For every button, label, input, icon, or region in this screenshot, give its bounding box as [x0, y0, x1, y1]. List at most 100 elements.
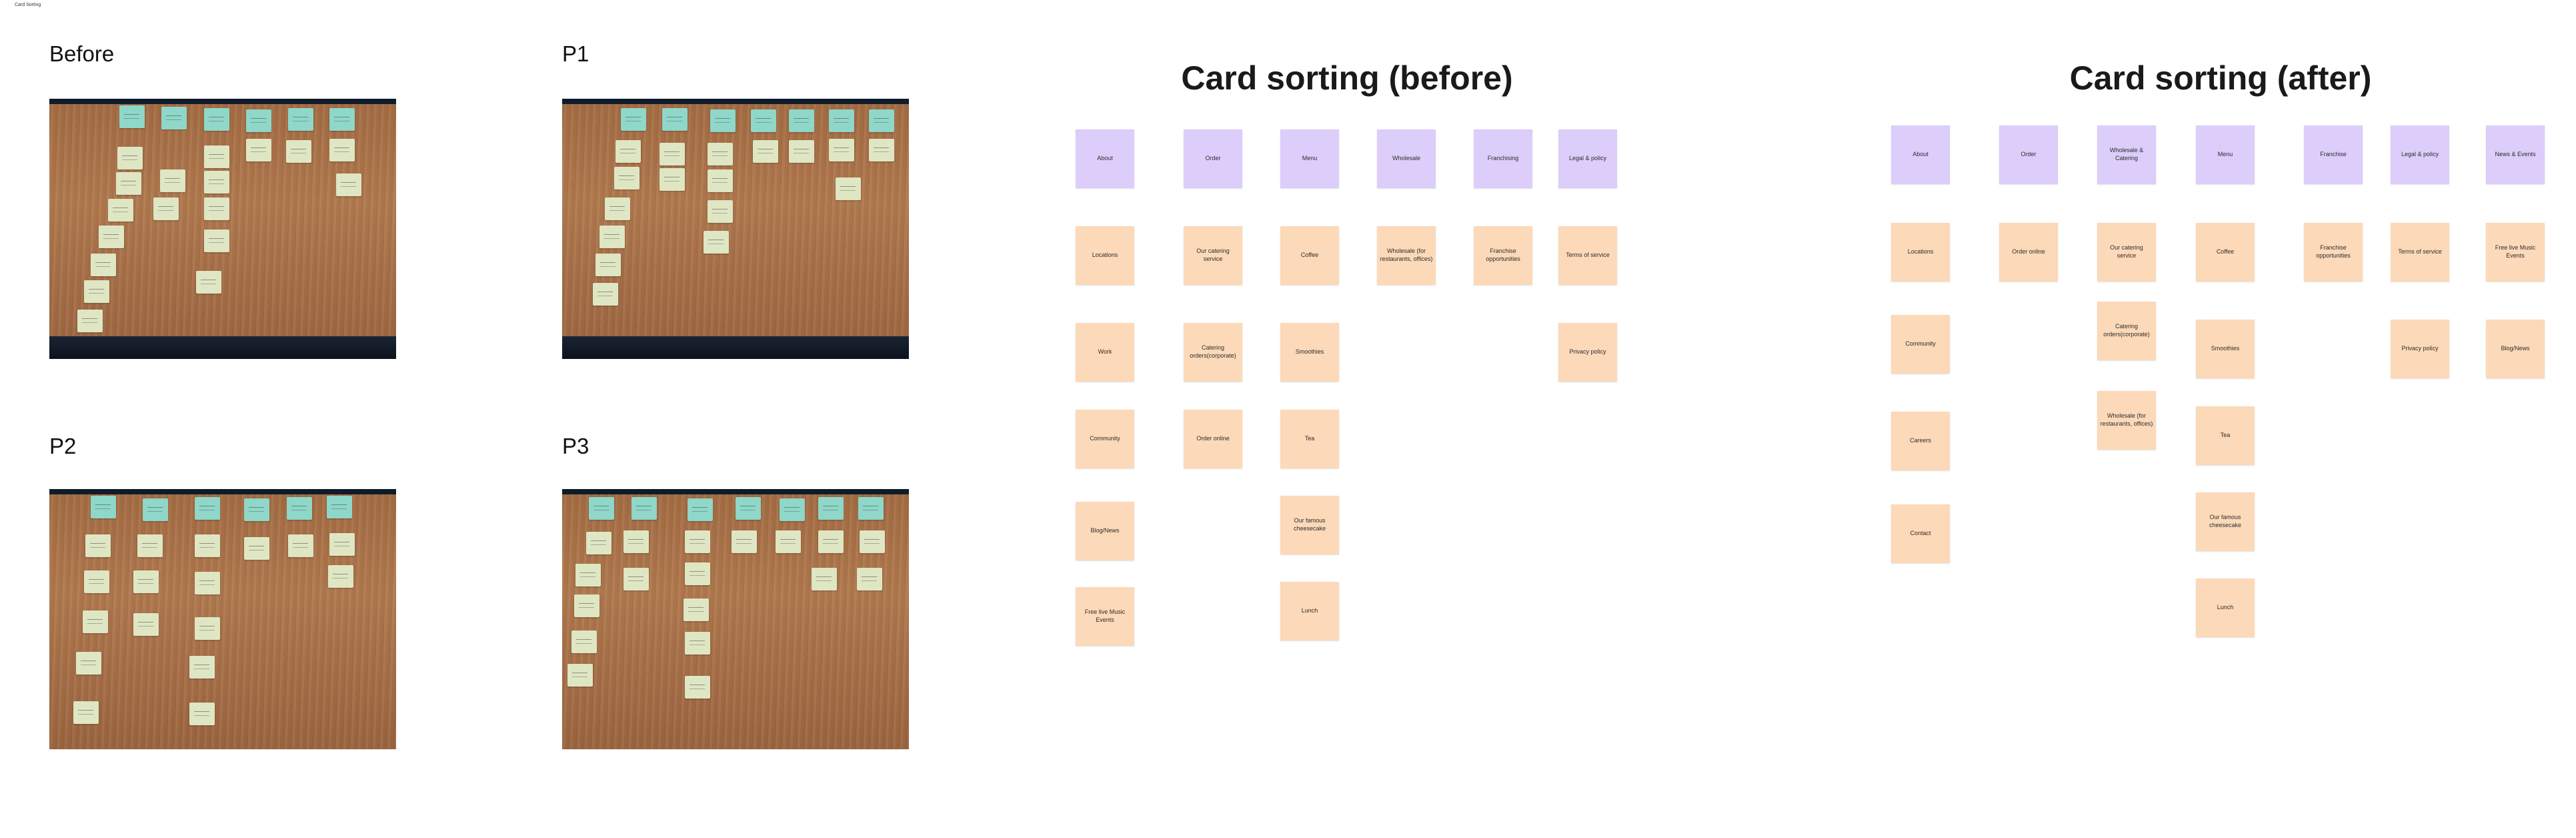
photo-sticky-note: [818, 530, 844, 553]
photo-sticky-note: [143, 498, 168, 521]
canvas-label: Card Sorting: [15, 3, 41, 7]
item-card[interactable]: Tea: [2196, 406, 2255, 465]
photo-sticky-note: [76, 652, 101, 675]
item-card[interactable]: Blog/News: [2486, 320, 2545, 378]
item-card[interactable]: Locations: [1891, 223, 1950, 282]
item-card[interactable]: Community: [1891, 315, 1950, 374]
category-card[interactable]: Order: [1184, 129, 1242, 188]
category-card[interactable]: Wholesale: [1377, 129, 1436, 188]
photo-sticky-note: [329, 533, 355, 556]
item-card[interactable]: Free live Music Events: [2486, 223, 2545, 282]
photo-sticky-note: [189, 656, 215, 679]
item-card[interactable]: Order online: [1184, 410, 1242, 468]
photo-sticky-note: [204, 108, 229, 131]
photo-sticky-note: [73, 701, 99, 724]
category-card[interactable]: About: [1076, 129, 1134, 188]
photo-sticky-note: [329, 108, 355, 131]
item-card[interactable]: Privacy policy: [2391, 320, 2449, 378]
photo-sticky-note: [708, 169, 733, 192]
category-card[interactable]: Franchising: [1474, 129, 1532, 188]
item-card[interactable]: Catering orders(corporate): [2097, 302, 2156, 360]
item-card[interactable]: Contact: [1891, 504, 1950, 563]
item-card[interactable]: Coffee: [1280, 226, 1339, 285]
photo-sticky-note: [685, 676, 710, 699]
photo-sticky-note: [329, 139, 355, 161]
item-card[interactable]: Wholesale (for restaurants, offices): [2097, 391, 2156, 450]
photo-sticky-note: [288, 534, 313, 557]
photo-before[interactable]: [49, 99, 396, 359]
photo-sticky-note: [789, 140, 814, 163]
item-card[interactable]: Terms of service: [2391, 223, 2449, 282]
item-card[interactable]: Our catering service: [2097, 223, 2156, 282]
category-card[interactable]: Menu: [1280, 129, 1339, 188]
photo-sticky-note: [688, 498, 713, 521]
photo-sticky-note: [571, 631, 597, 653]
photo-sticky-note: [119, 105, 145, 128]
category-card[interactable]: Order: [1999, 125, 2058, 184]
photo-sticky-note: [858, 497, 884, 520]
item-card[interactable]: Lunch: [2196, 578, 2255, 637]
item-card[interactable]: Careers: [1891, 412, 1950, 470]
item-card[interactable]: Tea: [1280, 410, 1339, 468]
item-card[interactable]: Wholesale (for restaurants, offices): [1377, 226, 1436, 285]
photo-sticky-note: [91, 496, 116, 518]
photo-sticky-note: [117, 147, 143, 169]
photo-sticky-note: [614, 167, 639, 189]
photo-sticky-note: [589, 497, 614, 520]
item-card[interactable]: Smoothies: [1280, 323, 1339, 382]
item-card[interactable]: Community: [1076, 410, 1134, 468]
photo-sticky-note: [84, 280, 109, 303]
photo-sticky-note: [776, 530, 801, 553]
item-card[interactable]: Franchise opportunities: [1474, 226, 1532, 285]
item-card[interactable]: Order online: [1999, 223, 2058, 282]
item-card[interactable]: Our catering service: [1184, 226, 1242, 285]
photo-title-p3: P3: [562, 434, 589, 458]
photo-p1[interactable]: [562, 99, 909, 359]
item-card[interactable]: Catering orders(corporate): [1184, 323, 1242, 382]
photo-sticky-note: [829, 109, 854, 132]
photo-title-p2: P2: [49, 434, 77, 458]
photo-sticky-note: [751, 109, 776, 132]
photo-sticky-note: [246, 109, 271, 132]
photo-sticky-note: [137, 534, 163, 557]
photo-sticky-note: [710, 109, 736, 132]
photo-sticky-note: [133, 613, 159, 636]
photo-sticky-note: [818, 497, 844, 520]
photo-sticky-note: [621, 108, 646, 131]
item-card[interactable]: Terms of service: [1558, 226, 1617, 285]
category-card[interactable]: Franchise: [2304, 125, 2363, 184]
photo-sticky-note: [662, 108, 688, 131]
category-card[interactable]: Wholesale & Catering: [2097, 125, 2156, 184]
category-card[interactable]: Legal & policy: [1558, 129, 1617, 188]
photo-sticky-note: [195, 534, 220, 557]
item-card[interactable]: Blog/News: [1076, 502, 1134, 560]
photo-sticky-note: [161, 107, 187, 129]
item-card[interactable]: Work: [1076, 323, 1134, 382]
item-card[interactable]: Smoothies: [2196, 320, 2255, 378]
photo-sticky-note: [286, 140, 311, 163]
item-card[interactable]: Our famous cheesecake: [1280, 496, 1339, 554]
item-card[interactable]: Franchise opportunities: [2304, 223, 2363, 282]
category-card[interactable]: Menu: [2196, 125, 2255, 184]
category-card[interactable]: News & Events: [2486, 125, 2545, 184]
photo-sticky-note: [328, 565, 353, 588]
photo-sticky-note: [83, 610, 108, 633]
item-card[interactable]: Free live Music Events: [1076, 587, 1134, 646]
photo-p2[interactable]: [49, 489, 396, 749]
item-card[interactable]: Privacy policy: [1558, 323, 1617, 382]
category-card[interactable]: About: [1891, 125, 1950, 184]
photo-sticky-note: [77, 310, 103, 332]
photo-p3[interactable]: [562, 489, 909, 749]
item-card[interactable]: Coffee: [2196, 223, 2255, 282]
photo-sticky-note: [91, 254, 116, 276]
photo-sticky-note: [244, 537, 269, 560]
item-card[interactable]: Lunch: [1280, 582, 1339, 641]
category-card[interactable]: Legal & policy: [2391, 125, 2449, 184]
item-card[interactable]: Locations: [1076, 226, 1134, 285]
photo-sticky-note: [593, 283, 618, 306]
photo-sticky-note: [586, 532, 611, 554]
photo-sticky-note: [85, 534, 111, 557]
item-card[interactable]: Our famous cheesecake: [2196, 492, 2255, 551]
photo-sticky-note: [829, 139, 854, 161]
photo-sticky-note: [567, 664, 593, 687]
